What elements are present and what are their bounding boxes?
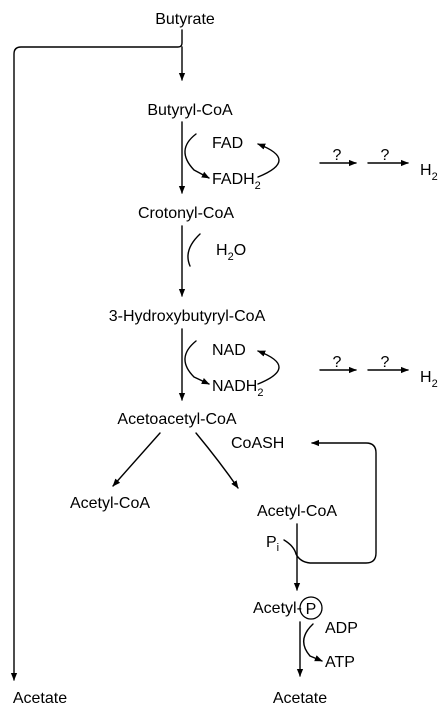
label-pi-base: P [266, 534, 277, 551]
label-nadh2-base: NADH [212, 378, 257, 395]
label-butyrate: Butyrate [155, 11, 215, 28]
label-h2-1-base: H [420, 162, 432, 179]
label-h2-2: H2 [420, 369, 438, 390]
label-acetyl-coa-right: Acetyl-CoA [257, 503, 337, 520]
label-nad: NAD [212, 342, 246, 359]
label-acetyl-coa-left: Acetyl-CoA [70, 495, 150, 512]
label-3-hydroxybutyryl-coa: 3-Hydroxybutyryl-CoA [109, 308, 266, 325]
arrow-fad-to-fadh2 [184, 133, 210, 179]
label-nadh2: NADH2 [212, 378, 263, 399]
label-fad: FAD [212, 135, 243, 152]
arrow-nadh2-regenerate-nad [257, 350, 280, 385]
label-pi: Pi [266, 534, 279, 554]
label-atp: ATP [325, 654, 355, 671]
label-h2-2-sub: 2 [432, 378, 438, 390]
label-acetoacetyl-coa: Acetoacetyl-CoA [117, 411, 236, 428]
label-unknown-1b: ? [381, 147, 390, 164]
arrow-nad-to-nadh2 [184, 340, 210, 385]
phosphate-circle-icon [299, 596, 323, 620]
label-acetate-left: Acetate [13, 690, 67, 707]
arrow-butyrate-to-acetate [10, 29, 183, 681]
label-h2o-sub: 2 [228, 251, 234, 263]
arrow-acetoacetyl-to-acetyl-coa-left [112, 432, 161, 487]
label-unknown-2b: ? [381, 354, 390, 371]
label-phosphate-circle: P [306, 601, 317, 618]
label-acetyl-phosphate: Acetyl- [253, 600, 302, 617]
label-pi-sub: i [277, 542, 279, 554]
label-fadh2-sub: 2 [255, 180, 261, 192]
label-h2-1: H2 [420, 162, 438, 183]
label-nadh2-sub: 2 [257, 387, 263, 399]
label-acetate-right: Acetate [273, 690, 327, 707]
label-unknown-2a: ? [333, 354, 342, 371]
arrow-fadh2-regenerate-fad [257, 143, 280, 178]
arrow-coash-recycle-loop [283, 439, 377, 564]
label-butyryl-coa: Butyryl-CoA [147, 102, 233, 119]
arrow-adp-to-atp [303, 623, 323, 662]
label-fadh2-base: FADH [212, 171, 255, 188]
label-h2-2-base: H [420, 369, 432, 386]
label-h2o: H2O [216, 242, 246, 263]
label-unknown-1a: ? [333, 147, 342, 164]
label-coash: CoASH [231, 435, 284, 452]
arrow-acetoacetyl-to-acetyl-coa-right [195, 432, 239, 489]
label-adp: ADP [325, 620, 358, 637]
arc-h2o-input [187, 233, 201, 267]
label-crotonyl-coa: Crotonyl-CoA [138, 205, 234, 222]
label-h2o-h: H [216, 242, 228, 259]
label-h2o-o: O [234, 242, 246, 259]
label-h2-1-sub: 2 [432, 171, 438, 183]
label-fadh2: FADH2 [212, 171, 261, 192]
